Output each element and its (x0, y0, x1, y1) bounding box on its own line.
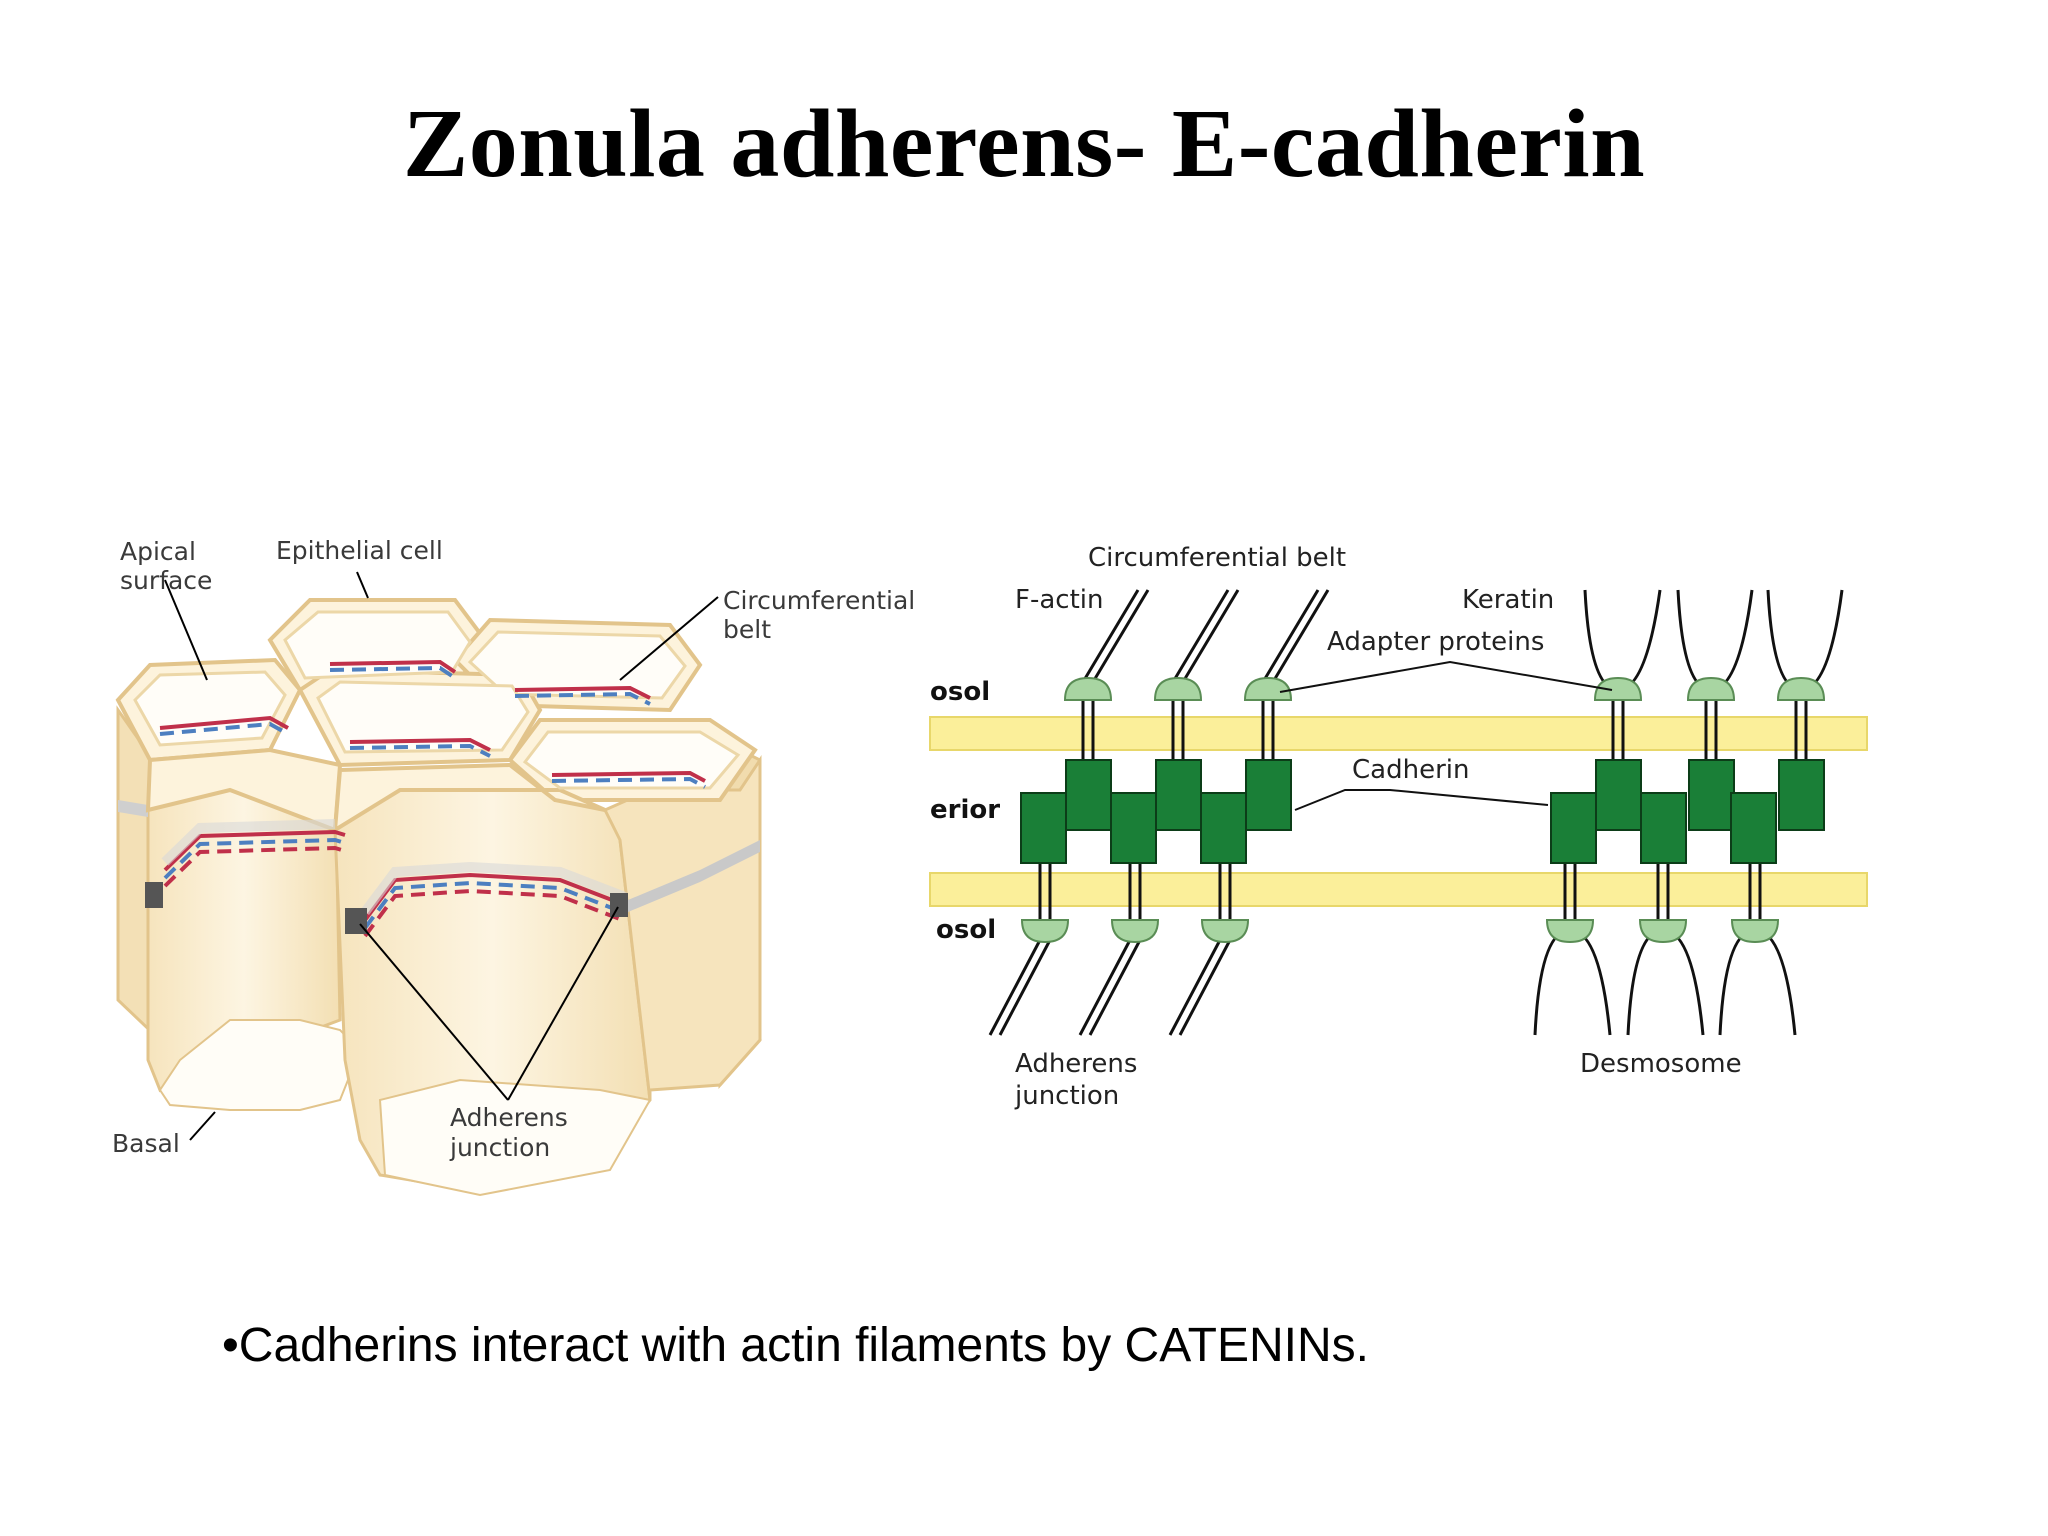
label-basal: Basal (112, 1129, 180, 1158)
label-cytosol-top: osol (930, 677, 990, 707)
junction-band-left (118, 800, 148, 817)
label-keratin: Keratin (1462, 585, 1554, 615)
junction-band-right (628, 840, 760, 912)
slide-title: Zonula adherens- E-cadherin (402, 90, 1646, 198)
bullet-text: •Cadherins interact with actin filaments… (222, 1319, 1369, 1372)
label-adherens-2: junction (449, 1133, 550, 1162)
label-desmosome: Desmosome (1580, 1049, 1742, 1079)
right-leader-lines (1279, 660, 1613, 811)
f-actin-top (1081, 589, 1330, 683)
keratin-bottom (1533, 928, 1797, 1036)
label-cadherin: Cadherin (1352, 755, 1469, 785)
junction-marker-left (145, 882, 163, 908)
label-adapter-proteins: Adapter proteins (1327, 627, 1544, 657)
label-adherens-junction-2: junction (1014, 1081, 1119, 1111)
cadherin-domains (1020, 759, 1825, 864)
label-circumferential-belt: Circumferential belt (1088, 543, 1346, 573)
label-apical-2: surface (120, 566, 212, 595)
label-f-actin: F-actin (1015, 585, 1103, 615)
label-exterior: erior (930, 795, 1000, 825)
left-leader-lines (164, 571, 719, 1141)
junction-marker-center (345, 908, 367, 934)
membrane-top (929, 716, 1868, 751)
circumferential-belt-drawing (159, 659, 706, 938)
label-adherens-1: Adherens (450, 1103, 568, 1132)
label-circ-belt-1: Circumferential (723, 586, 915, 615)
adapter-proteins (1020, 676, 1826, 944)
cell-front-center (333, 788, 652, 1197)
label-cytosol-bottom: osol (936, 915, 996, 945)
keratin-top (1583, 589, 1844, 692)
compartment-labels: osol erior osol (930, 677, 1000, 945)
membrane-bottom (929, 872, 1868, 907)
f-actin-bottom (988, 939, 1232, 1036)
label-epithelial-cell: Epithelial cell (276, 536, 443, 565)
label-circ-belt-2: belt (723, 615, 771, 644)
junction-marker-right (610, 893, 628, 917)
label-adherens-junction-1: Adherens (1015, 1049, 1137, 1079)
left-labels: Apical surface Epithelial cell Circumfer… (112, 536, 915, 1162)
right-labels: Circumferential belt F-actin Keratin Ada… (1014, 543, 1742, 1111)
label-apical-1: Apical (120, 537, 196, 566)
cadherin-stalks (1038, 700, 1808, 920)
